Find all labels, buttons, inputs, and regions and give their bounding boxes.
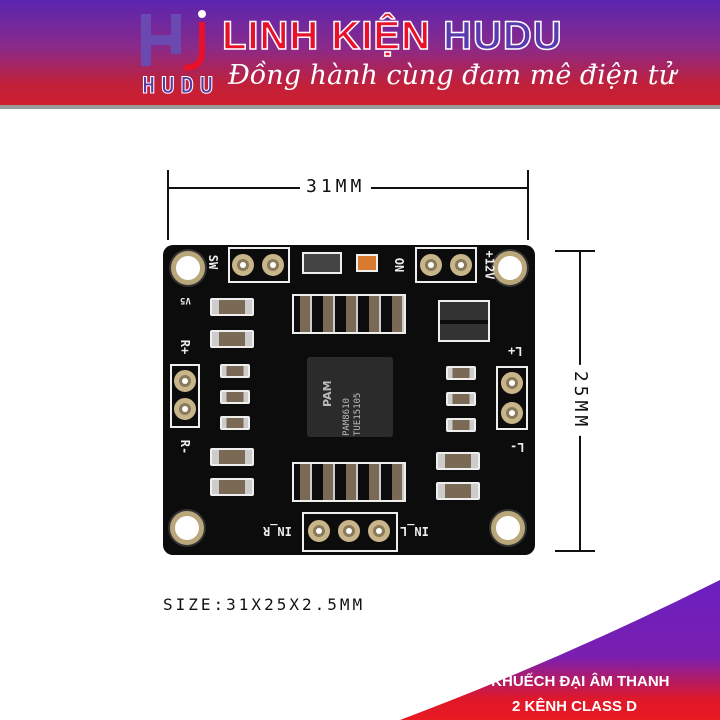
mount-hole bbox=[171, 251, 205, 285]
chip-line1: PAM8610 bbox=[342, 398, 352, 436]
pin bbox=[501, 372, 523, 394]
brand-name-part1: LINH KIỆN bbox=[221, 13, 431, 59]
label-r-plus: R+ bbox=[178, 339, 193, 355]
dimension-tick-left bbox=[167, 170, 169, 240]
pin bbox=[232, 254, 254, 276]
dimension-tick-top bbox=[555, 250, 595, 252]
height-label: 25MM bbox=[570, 364, 592, 437]
pin bbox=[501, 402, 523, 424]
dimension-tick-bottom bbox=[555, 550, 595, 552]
chip-line2: TUE15105 bbox=[353, 392, 363, 436]
pin bbox=[308, 520, 330, 542]
pin bbox=[450, 254, 472, 276]
capacitor bbox=[210, 448, 254, 466]
power-led bbox=[356, 254, 378, 272]
label-r-minus: R- bbox=[178, 439, 193, 455]
label-in-r: IN_R bbox=[263, 524, 292, 538]
label-l-minus: L- bbox=[510, 440, 525, 454]
brand-name: LINH KIỆN HUDU bbox=[221, 13, 563, 59]
capacitor bbox=[220, 364, 250, 378]
label-sw: SW bbox=[206, 254, 221, 270]
resistor bbox=[302, 252, 342, 274]
dimension-tick-right bbox=[527, 170, 529, 240]
brand-banner bbox=[0, 0, 720, 105]
brand-name-part2: HUDU bbox=[442, 13, 563, 59]
capacitor bbox=[210, 298, 254, 316]
size-label: SIZE:31X25X2.5MM bbox=[163, 595, 366, 614]
width-label: 31MM bbox=[300, 176, 372, 197]
banner-divider bbox=[0, 105, 720, 109]
pin bbox=[174, 398, 196, 420]
product-title-line2: 2 KÊNH CLASS D bbox=[512, 698, 638, 715]
label-l-plus: L+ bbox=[508, 344, 523, 358]
capacitor bbox=[220, 390, 250, 404]
logo-text: HUDU bbox=[142, 74, 219, 100]
resistor-array-top bbox=[292, 294, 406, 334]
pam8610-chip bbox=[307, 357, 393, 437]
label-in-l: IN_L bbox=[400, 524, 429, 538]
diodes bbox=[438, 300, 490, 342]
hudu-logo-icon bbox=[141, 10, 206, 71]
pin bbox=[368, 520, 390, 542]
capacitor bbox=[210, 478, 254, 496]
capacitor bbox=[220, 416, 250, 430]
pin bbox=[338, 520, 360, 542]
input-header bbox=[302, 512, 398, 552]
capacitor bbox=[446, 392, 476, 406]
capacitor bbox=[210, 330, 254, 348]
mount-hole bbox=[493, 251, 527, 285]
capacitor bbox=[436, 452, 480, 470]
resistor-array-bottom bbox=[292, 462, 406, 502]
capacitor bbox=[446, 366, 476, 380]
product-title-line1: MẠCH KHUẾCH ĐẠI ÂM THANH bbox=[442, 673, 670, 690]
capacitor bbox=[436, 482, 480, 500]
label-on: ON bbox=[392, 257, 407, 273]
mount-hole bbox=[491, 511, 525, 545]
switch-header bbox=[228, 247, 290, 283]
pin bbox=[262, 254, 284, 276]
slogan: Đồng hành cùng đam mê điện tử bbox=[228, 60, 677, 91]
pin bbox=[174, 370, 196, 392]
mount-hole bbox=[170, 511, 204, 545]
label-12v: +12V bbox=[482, 250, 497, 280]
decorative-swoosh bbox=[400, 580, 720, 720]
capacitor bbox=[446, 418, 476, 432]
power-header bbox=[415, 247, 477, 283]
pin bbox=[420, 254, 442, 276]
right-speaker-header bbox=[170, 364, 200, 428]
left-speaker-header bbox=[496, 366, 528, 430]
label-v5: V5 bbox=[180, 295, 191, 305]
